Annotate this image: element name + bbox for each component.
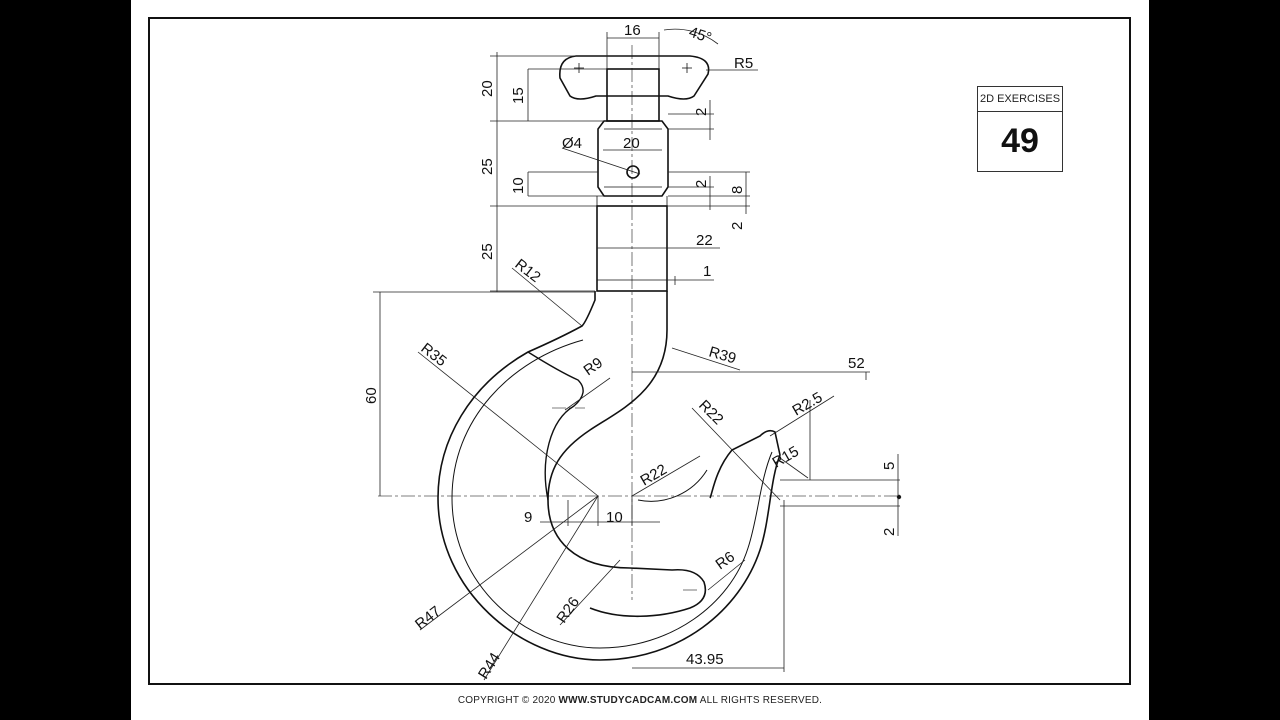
threaded-neck [597,120,669,197]
dim-22: 22 [696,232,713,249]
copyright-prefix: COPYRIGHT © 2020 [457,695,556,706]
dim-r6: R6 [713,548,738,573]
copyright-suffix: ALL RIGHTS RESERVED. [699,695,823,706]
dim-20-neck: 20 [623,135,640,152]
dim-45: 45° [687,24,714,47]
dim-60: 60 [363,387,380,404]
copyright-footer: COPYRIGHT © 2020 WWW.STUDYCADCAM.COM ALL… [131,695,1149,706]
dim-16: 16 [624,22,641,39]
dim-10-b: 10 [606,509,623,526]
dim-15: 15 [510,87,527,104]
dim-r22-lower: R22 [638,461,670,489]
hook-body [437,291,781,661]
dim-43-95: 43.95 [686,651,724,668]
dim-r39: R39 [707,344,738,368]
dim-dia4: Ø4 [562,135,582,152]
dim-r25: R2.5 [790,389,826,420]
dim-r5: R5 [734,55,753,72]
dim-2-d: 2 [881,528,898,536]
dim-2-b: 2 [693,180,710,188]
dim-9: 9 [524,509,532,526]
dim-8: 8 [729,186,746,194]
dim-r22-upper: R22 [695,397,726,428]
dim-1: 1 [703,263,711,280]
badge-number: 49 [1001,122,1039,160]
exercise-badge: 2D EXERCISES 49 [977,86,1063,172]
dim-25-a: 25 [479,158,496,175]
dim-10-a: 10 [510,177,527,194]
dim-20-top: 20 [479,80,496,97]
center-lines [378,45,900,600]
top-grip [559,55,710,122]
dim-r15: R15 [770,443,802,471]
dim-2-c: 2 [729,222,746,230]
dimension-lines [373,28,902,681]
dim-52: 52 [848,355,865,372]
copyright-site[interactable]: WWW.STUDYCADCAM.COM [558,695,698,706]
dim-r12: R12 [512,256,544,286]
drawing-frame [148,17,1131,685]
dim-r26: R26 [553,594,583,626]
shank [596,196,668,292]
dim-2-a: 2 [693,108,710,116]
dim-25-b: 25 [479,243,496,260]
dim-r35: R35 [418,340,450,370]
dim-r9: R9 [581,354,606,379]
badge-header: 2D EXERCISES [978,87,1062,112]
dim-5: 5 [881,462,898,470]
dim-r47: R47 [412,603,444,633]
